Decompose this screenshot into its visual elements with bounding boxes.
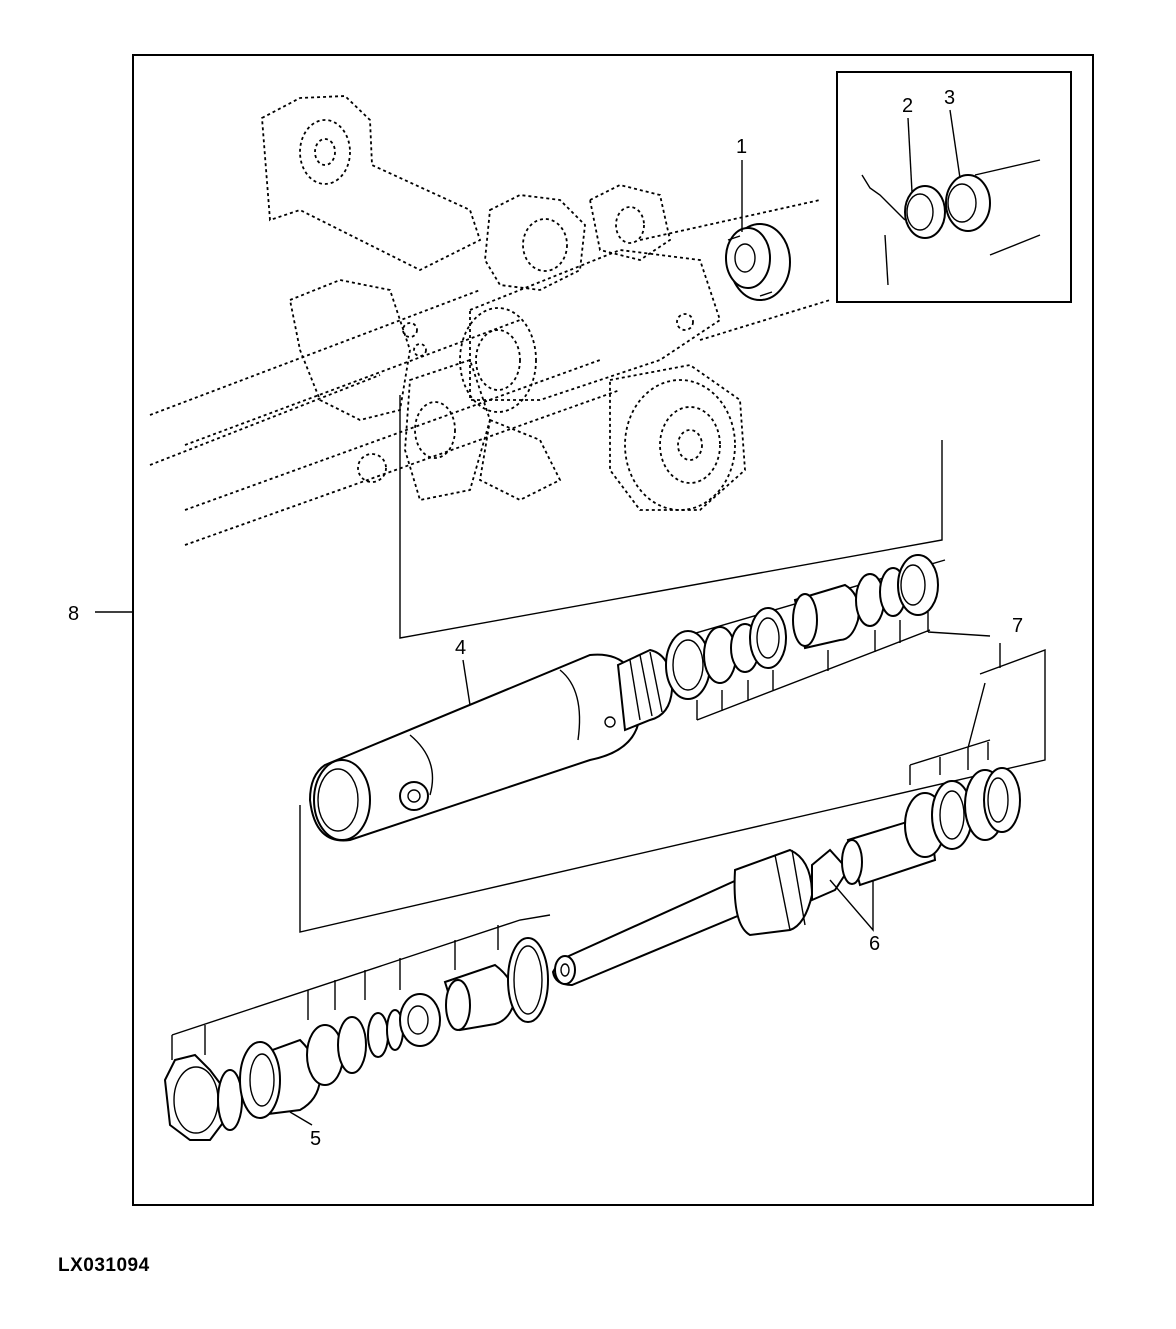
comb-upper <box>696 612 931 721</box>
bracket-lower <box>171 914 551 1036</box>
piston-rod <box>551 848 850 987</box>
ghost-housing-assembly <box>149 95 831 546</box>
inset-seal-rings <box>861 159 1041 286</box>
leader-4 <box>462 659 471 706</box>
diagram-frame <box>132 54 1094 1206</box>
callout-7: 7 <box>1012 615 1023 637</box>
callout-6: 6 <box>869 933 880 955</box>
slotted-nut <box>725 223 791 301</box>
callout-8: 8 <box>68 603 79 625</box>
callout-5: 5 <box>310 1128 321 1150</box>
gland-seal-stack <box>163 937 549 1141</box>
leader-7 <box>927 631 1001 668</box>
upper-seal-kit <box>665 554 946 700</box>
leader-2 <box>907 117 913 193</box>
leader-6 <box>829 879 874 932</box>
inset-frame <box>836 71 1072 303</box>
callout-3: 3 <box>944 87 955 109</box>
callout-1: 1 <box>736 136 747 158</box>
bracket-upper <box>399 395 943 639</box>
leader-3 <box>949 109 961 179</box>
cylinder-barrel <box>308 648 674 842</box>
lower-right-seal-kit <box>904 767 1021 858</box>
callout-4: 4 <box>455 637 466 659</box>
figure-id: LX031094 <box>58 1255 150 1276</box>
callout-2: 2 <box>902 95 913 117</box>
comb-lower-left <box>171 925 499 1060</box>
comb-lower-right <box>909 682 991 785</box>
bracket-middle <box>299 648 1046 933</box>
leader-5 <box>289 1111 313 1126</box>
